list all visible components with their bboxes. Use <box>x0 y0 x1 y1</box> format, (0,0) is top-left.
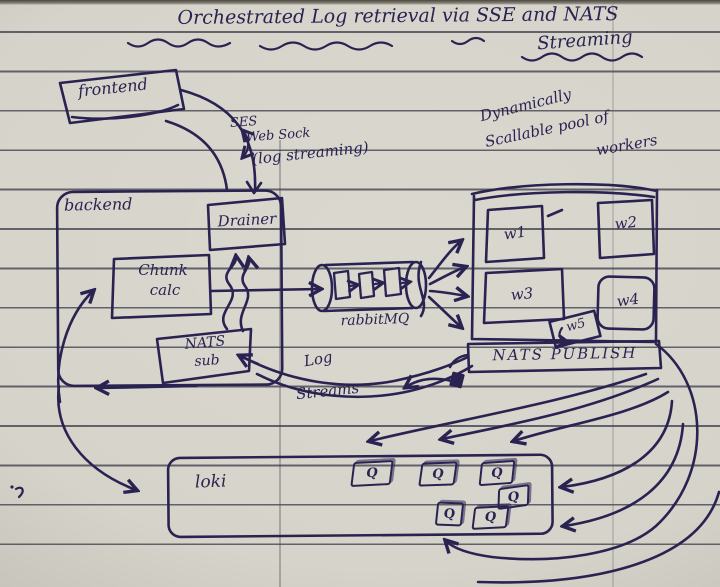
pipe-end-arrowhead <box>245 180 263 195</box>
underline-orchestrated <box>126 38 232 48</box>
frontend-box-doodle <box>70 103 180 120</box>
left-curve-to-loki <box>56 384 136 490</box>
sweep-arrow-loki-right-2 <box>564 422 685 526</box>
rabbitmq-left-cap <box>310 263 334 313</box>
arrow-chunkcalc-to-rabbitmq <box>209 289 320 291</box>
rabbitmq-flow-arrow-3 <box>402 282 409 283</box>
rabbitmq-msg-2 <box>357 270 376 300</box>
queue-icon-2: Q <box>418 461 458 487</box>
queue-icon-6: Q <box>471 505 510 530</box>
queue-icon-3: Q <box>478 459 516 487</box>
rabbitmq-right-knot <box>417 260 426 318</box>
chunk-calc-label-line2: calc <box>149 281 181 299</box>
worker-w1-box <box>484 204 546 264</box>
rabbitmq-msg-3 <box>382 266 403 298</box>
underline-via <box>450 36 486 46</box>
sweep-curve-bottom <box>476 490 720 584</box>
sweep-arrow-loki-right-1 <box>562 399 674 487</box>
loki-box <box>166 453 554 539</box>
sweep-arrow-q2 <box>442 377 660 439</box>
chunk-calc-label-line1: Chunk <box>138 261 188 279</box>
rabbitmq-label: rabbitMQ <box>340 310 410 330</box>
nats-publish-label: NATS PUBLISH <box>492 343 638 365</box>
underline-log-retrieval <box>258 41 394 51</box>
log-stream-curve-1 <box>241 355 470 386</box>
sse-label-line1: SES <box>229 114 258 131</box>
natssub-to-drainer-squiggle-1 <box>221 257 236 331</box>
fanout-arrow-4 <box>427 295 461 327</box>
fanout-arrow-2 <box>428 267 465 286</box>
loki-label: loki <box>194 471 227 493</box>
backend-label: backend <box>63 194 133 215</box>
pipe-outer <box>179 88 257 192</box>
frontend-box <box>58 68 186 125</box>
backend-bottom-arrow <box>98 386 198 388</box>
backend-box <box>55 189 284 388</box>
fanout-arrow-3 <box>428 291 466 296</box>
fanout-arrow-1 <box>427 241 461 280</box>
left-margin-mark <box>14 486 24 499</box>
pipe-inner <box>164 119 229 192</box>
chunk-calc-box <box>110 253 213 320</box>
rabbitmq-msg-1 <box>332 269 352 301</box>
worker-pool-lid-2 <box>473 190 656 202</box>
sweep-arrow-q1 <box>370 372 648 441</box>
stream-hook-square <box>449 371 465 389</box>
sweep-arrow-outer <box>446 342 699 561</box>
pool-tick <box>546 208 564 218</box>
rabbitmq-top <box>323 260 415 267</box>
worker-w4-box <box>596 275 656 331</box>
bidirectional-arrow <box>243 131 248 157</box>
notepad-top-edge <box>0 0 720 5</box>
underline-streaming <box>520 52 644 62</box>
sweep-arrow-q3 <box>514 390 670 441</box>
pool-to-publish-mark <box>560 326 567 342</box>
log-stream-arrowhead <box>240 356 260 364</box>
natssub-to-drainer-squiggle-2 <box>239 259 249 333</box>
queue-icon-1: Q <box>350 459 394 488</box>
nats-publish-box <box>466 339 663 374</box>
nats-sub-box <box>155 327 253 385</box>
rabbitmq-flow-arrow-2 <box>375 283 382 284</box>
log-stream-curve-2 <box>255 364 474 399</box>
drainer-box <box>206 196 287 252</box>
worker-w2-box <box>596 198 656 260</box>
queue-icon-5: Q <box>434 501 465 527</box>
rabbitmq-flow-arrow-1 <box>350 285 357 286</box>
worker-pool-lid-1 <box>470 182 659 196</box>
drainer-label: Drainer <box>217 209 277 231</box>
left-margin-dot <box>10 485 14 489</box>
rabbitmq-bottom <box>322 306 415 313</box>
